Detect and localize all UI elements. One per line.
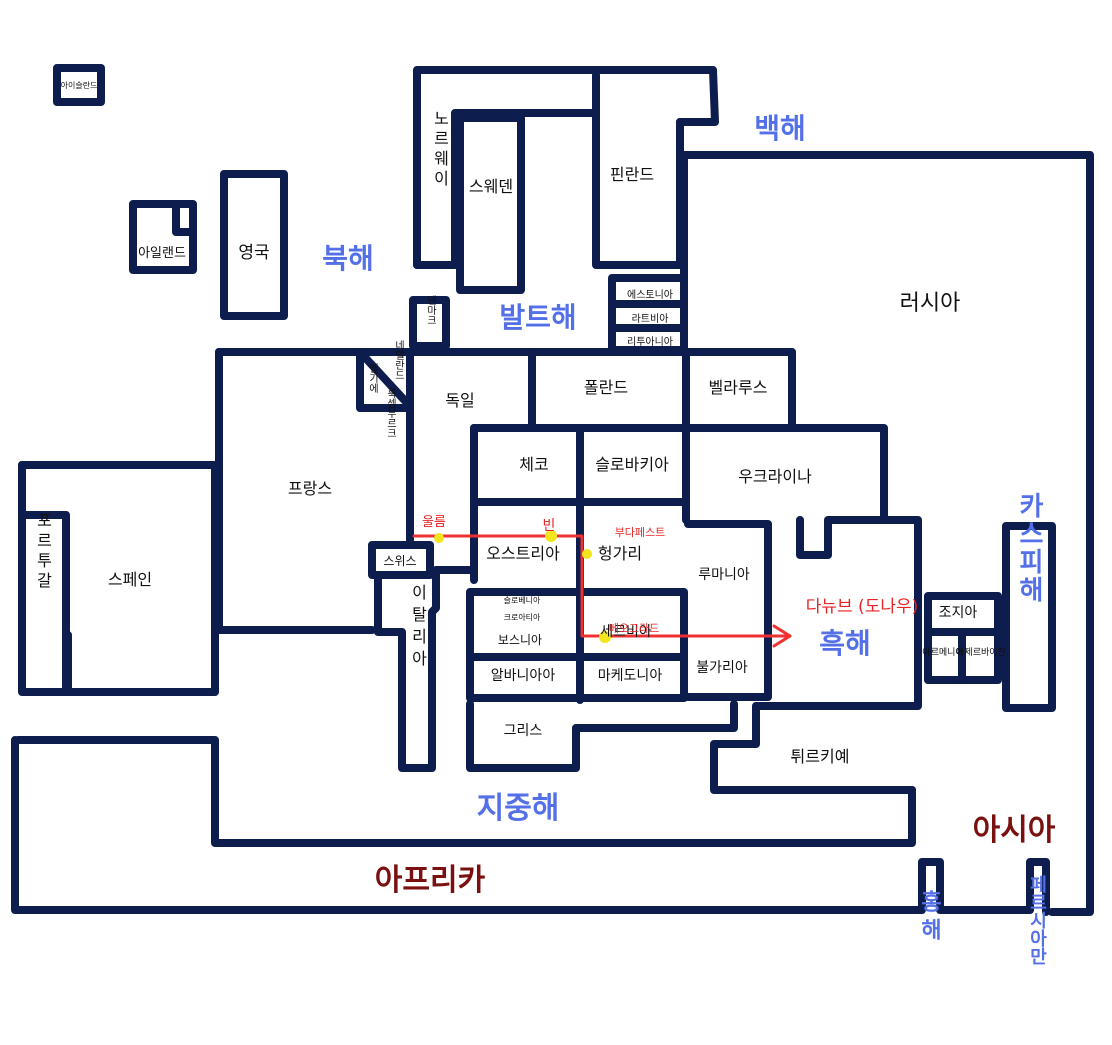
balkans-border — [466, 588, 688, 702]
label-red-sea: 홍해 — [917, 890, 942, 946]
label-latvia: 라트비아 — [632, 313, 669, 325]
label-spain: 스페인 — [108, 570, 152, 589]
label-ukraine: 우크라이나 — [738, 467, 812, 486]
iceland-border — [53, 64, 105, 106]
label-norway: 노르웨이 — [431, 110, 450, 190]
sea-labels: 백해 북해 발트해 흑해 카스피해 지중해 홍해 페르시아만 — [322, 112, 1047, 965]
label-germany: 독일 — [445, 391, 474, 410]
label-bulgaria: 불가리아 — [696, 660, 748, 676]
label-persian-gulf: 페르시아만 — [1027, 875, 1048, 965]
central-top-border — [215, 348, 796, 432]
label-slovenia: 슬로베니아 — [504, 595, 541, 605]
uk-border — [220, 170, 288, 320]
label-iceland: 아이슬란드 — [61, 80, 98, 90]
label-czech: 체코 — [519, 455, 548, 474]
norway-sweden-border — [413, 109, 600, 269]
label-sweden: 스웨덴 — [469, 177, 513, 196]
label-austria: 오스트리아 — [486, 544, 560, 563]
label-armenia: 아르메니아 — [922, 647, 964, 658]
switzerland-border — [368, 541, 434, 579]
label-north-sea: 북해 — [322, 242, 374, 275]
caspian-border — [1002, 522, 1056, 712]
handwritten-annotations: 울름 빈 부다페스트 베오그라드 다뉴브 (도나우) — [422, 515, 918, 635]
annotation-belgrade: 베오그라드 — [609, 622, 660, 635]
danube-route — [412, 530, 792, 648]
ireland-inner-border — [172, 202, 196, 236]
label-belarus: 벨라루스 — [709, 378, 768, 397]
label-ireland: 아일랜드 — [138, 246, 186, 261]
spain-border — [18, 461, 219, 634]
label-caspian-sea: 카스피해 — [1014, 492, 1044, 604]
danube-line — [412, 534, 792, 638]
italy-border — [374, 566, 476, 772]
label-russia: 러시아 — [900, 291, 961, 316]
label-mediterranean: 지중해 — [477, 791, 560, 826]
label-asia: 아시아 — [973, 813, 1056, 848]
annotation-danube: 다뉴브 (도나우) — [806, 597, 919, 617]
label-azerbaijan: 아제르바이잔 — [956, 647, 1006, 658]
ireland-border — [129, 200, 197, 274]
label-greece: 그리스 — [504, 723, 543, 739]
label-belgium: 벨기에 — [367, 363, 379, 394]
label-baltic-sea: 발트해 — [499, 301, 576, 334]
spain-south-border — [62, 626, 219, 696]
poland-borders — [528, 348, 690, 524]
label-africa: 아프리카 — [375, 863, 486, 898]
greece-border — [466, 700, 738, 772]
danube-arrow-head — [772, 624, 792, 648]
vienna-dot — [545, 530, 557, 542]
czech-ukraine-top — [470, 424, 888, 524]
continent-labels: 아프리카 아시아 — [375, 813, 1056, 898]
label-georgia: 조지아 — [939, 605, 978, 621]
denmark-border — [409, 296, 450, 350]
label-poland: 폴란드 — [584, 378, 628, 397]
label-hungary: 헝가리 — [598, 544, 642, 563]
label-netherlands: 네덜란드 — [393, 340, 405, 380]
label-serbia: 세르비아 — [600, 624, 652, 640]
caucasus-inner — [924, 628, 1002, 684]
label-black-sea: 흑해 — [819, 627, 871, 660]
label-switzerland: 스위스 — [383, 554, 416, 568]
label-uk: 영국 — [238, 243, 269, 263]
russia-border — [680, 151, 1094, 916]
label-estonia: 에스토니아 — [627, 289, 673, 301]
label-white-sea: 백해 — [754, 112, 806, 145]
label-bosnia: 보스니아 — [498, 633, 542, 647]
ulm-dot — [434, 533, 444, 543]
label-luxembourg: 룩셈부르크 — [385, 388, 397, 438]
label-macedonia: 마케도니아 — [598, 668, 663, 684]
portugal-border — [18, 461, 72, 696]
label-slovakia: 슬로바키아 — [595, 455, 669, 474]
benelux-border — [356, 348, 412, 412]
label-italy: 이탈리아 — [409, 584, 428, 672]
norway-border — [413, 66, 719, 269]
label-france: 프랑스 — [288, 479, 332, 498]
belgrade-dot — [599, 631, 611, 643]
label-romania: 루마니아 — [698, 567, 750, 583]
annotation-ulm: 울름 — [422, 515, 446, 530]
black-sea-border — [710, 516, 922, 794]
label-turkey: 튀르키예 — [791, 747, 850, 766]
label-denmark: 덴마크 — [425, 295, 437, 325]
sweden-border — [456, 114, 525, 294]
annotation-vienna: 빈 — [543, 518, 556, 534]
label-lithuania: 리투아니아 — [627, 336, 673, 348]
romania-border — [684, 520, 772, 701]
label-finland: 핀란드 — [610, 165, 654, 184]
baltics-inner-border — [610, 300, 686, 332]
country-labels: 아이슬란드 아일랜드 영국 노르웨이 스웨덴 핀란드 에스토니아 라트비아 리투… — [34, 80, 1006, 766]
africa-border — [11, 736, 1050, 916]
budapest-dot — [582, 549, 592, 559]
label-portugal: 포르투갈 — [34, 512, 53, 592]
annotation-budapest: 부다페스트 — [615, 526, 666, 539]
mediterranean-border — [14, 736, 916, 847]
label-croatia: 크로아티아 — [504, 612, 541, 622]
borders — [11, 64, 1094, 916]
label-albania: 알바니아아 — [491, 668, 556, 684]
